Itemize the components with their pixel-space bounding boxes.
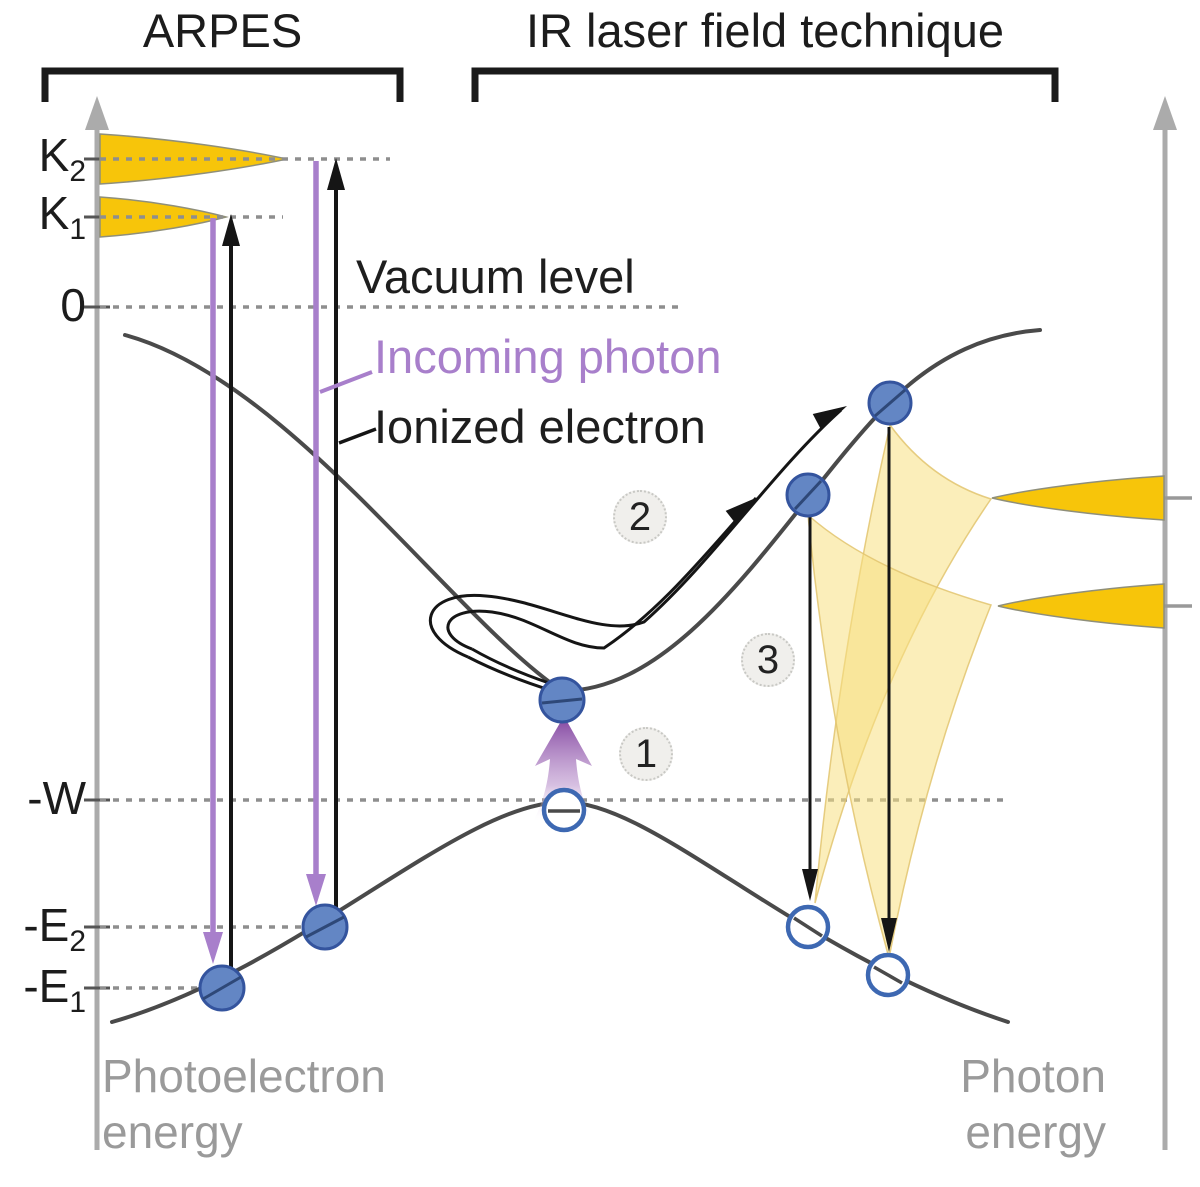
left-axis-arrow-icon	[85, 96, 109, 130]
ionized-electron-arrowhead-1-icon	[222, 214, 240, 246]
incoming-photon-leader	[319, 370, 373, 394]
recombination-arrows	[802, 427, 897, 952]
ribbon-arrowhead-short-icon	[725, 496, 758, 526]
axis-label-zero-main: 0	[60, 279, 86, 331]
arpes-bracket	[41, 67, 404, 102]
photoelectron-spectrum-peaks	[99, 133, 288, 238]
ribbon-arrowhead-long-icon	[812, 406, 847, 430]
incoming-photon-label: Incoming photon	[374, 330, 722, 383]
ionized-electron-leader	[338, 427, 377, 445]
incoming-photon-arrowhead-1-icon	[203, 932, 223, 964]
axis-label-zero: 0	[0, 281, 86, 329]
axis-label-K1: K1	[0, 187, 86, 245]
ir-bracket	[471, 67, 1059, 102]
right-axis-arrow-icon	[1153, 96, 1177, 130]
left-axis-ticks	[84, 157, 110, 990]
axis-label-minusE2-sub: 2	[69, 925, 86, 958]
axis-label-K2: K2	[0, 129, 86, 187]
glow-sail-2	[807, 513, 993, 959]
emission-glow	[807, 423, 993, 959]
photoelectron-energy-caption: Photoelectron energy	[102, 1050, 386, 1159]
peak-K1	[99, 196, 229, 238]
axis-label-K2-main: K	[38, 129, 70, 181]
arpes-transition-2	[306, 158, 345, 920]
recombination-arrowhead-2-icon	[881, 918, 897, 952]
photon-peak-1	[991, 475, 1165, 521]
axis-label-minusW-main: -W	[27, 772, 86, 824]
upper-band-curve	[123, 328, 1042, 694]
electron-band-segments	[202, 388, 906, 1001]
ionized-electron-label: Ionized electron	[374, 400, 706, 453]
axis-label-minusE1: -E1	[0, 960, 86, 1018]
axis-label-K1-main: K	[38, 187, 70, 239]
ribbon-sweep-short	[446, 496, 758, 651]
photon-energy-caption: Photon energy	[960, 1050, 1106, 1159]
ribbon-sweep-long	[428, 408, 843, 659]
photon-spectrum-peaks	[991, 475, 1165, 629]
axis-label-minusE1-sub: 1	[69, 986, 86, 1019]
holes	[541, 787, 911, 998]
incoming-photon-arrowhead-2-icon	[306, 874, 326, 906]
axis-label-K1-sub: 1	[69, 213, 86, 246]
axis-label-minusE2: -E2	[0, 899, 86, 957]
vacuum-level-label: Vacuum level	[356, 250, 635, 303]
hole-band-segments	[548, 809, 903, 985]
step-badge-3: 3	[741, 633, 795, 687]
arpes-transition-1	[203, 214, 240, 980]
arpes-title: ARPES	[142, 4, 303, 57]
step-badge-1: 1	[619, 727, 673, 781]
step-badge-2: 2	[613, 490, 667, 544]
recombination-arrowhead-1-icon	[802, 869, 818, 901]
photon-peak-2	[997, 583, 1165, 629]
axis-label-minusW: -W	[0, 774, 86, 822]
axis-label-minusE2-main: -E	[23, 899, 70, 951]
axis-label-K2-sub: 2	[69, 155, 86, 188]
ir-technique-title: IR laser field technique	[525, 4, 1005, 57]
ribbon-tail-inner	[471, 647, 550, 685]
axis-label-minusE1-main: -E	[23, 960, 70, 1012]
intraband-acceleration-arrows	[428, 408, 843, 693]
ionized-electron-arrowhead-2-icon	[327, 158, 345, 190]
